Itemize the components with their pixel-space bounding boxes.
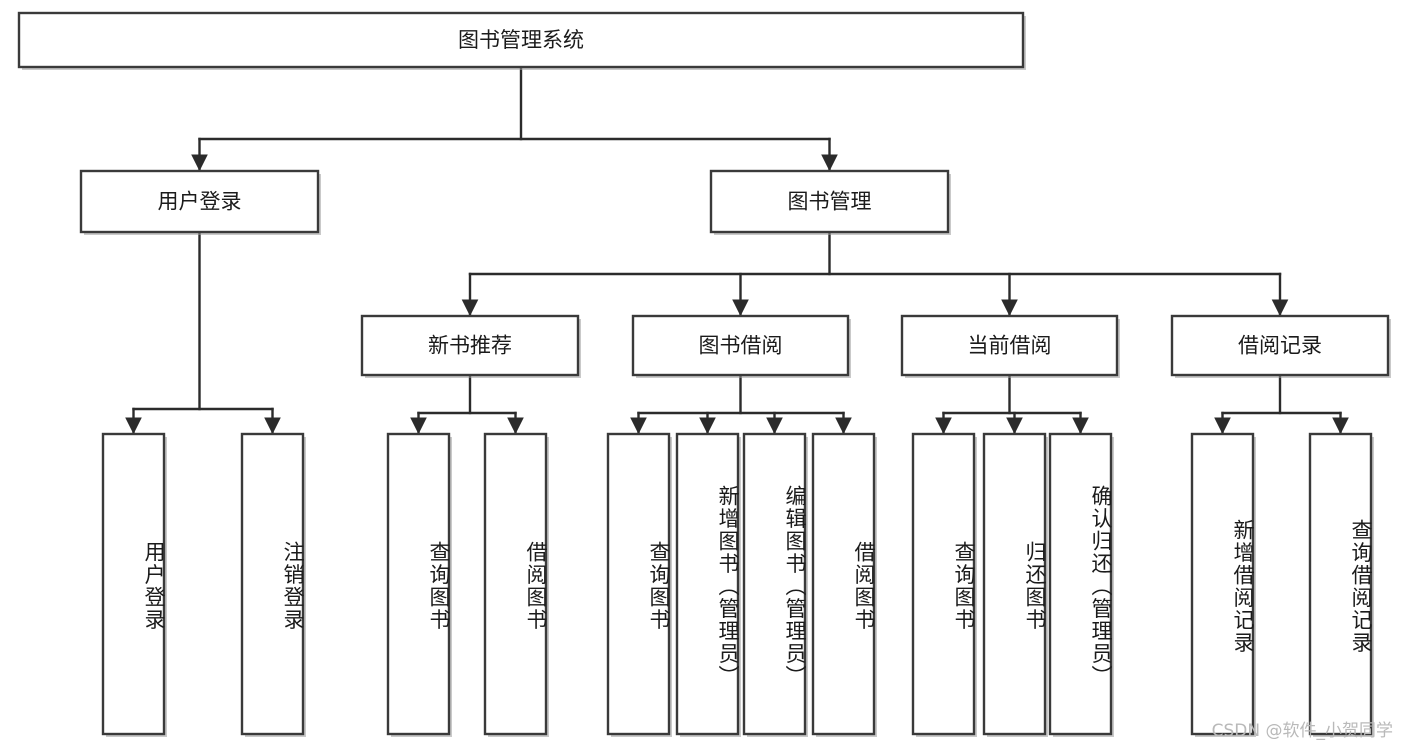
node-leaf-borrow-book-1[interactable] [483,432,549,737]
node-root-label: 图书管理系统 [458,28,584,52]
node-leaf-borrow-book-2[interactable] [811,432,877,737]
node-current-borrow-label: 当前借阅 [968,334,1052,358]
node-book-borrow-label: 图书借阅 [699,334,783,358]
node-leaf-edit-book[interactable] [742,432,808,737]
node-leaf-user-login[interactable] [101,432,167,737]
node-leaf-confirm-return[interactable] [1048,432,1114,737]
node-new-book-recommend[interactable]: 新书推荐 [360,314,581,378]
node-user-login-label: 用户登录 [158,190,242,214]
node-borrow-record-label: 借阅记录 [1238,334,1322,358]
node-book-manage-label: 图书管理 [788,190,872,214]
node-root[interactable]: 图书管理系统 [17,11,1026,70]
connectors-layer [125,65,1349,435]
node-leaf-query-book-3[interactable] [911,432,977,737]
node-borrow-record[interactable]: 借阅记录 [1170,314,1391,378]
node-user-login[interactable]: 用户登录 [79,169,321,235]
node-leaf-user-logout[interactable] [240,432,306,737]
node-current-borrow[interactable]: 当前借阅 [900,314,1120,378]
node-leaf-add-book[interactable] [675,432,741,737]
node-leaf-query-record[interactable] [1308,432,1374,737]
node-leaf-add-record[interactable] [1190,432,1256,737]
node-leaf-query-book-2[interactable] [606,432,672,737]
node-book-borrow[interactable]: 图书借阅 [631,314,851,378]
node-leaf-query-book-1[interactable] [386,432,452,737]
node-leaf-return-book[interactable] [982,432,1048,737]
node-new-book-recommend-label: 新书推荐 [428,334,512,358]
node-book-manage[interactable]: 图书管理 [709,169,951,235]
watermark-text: CSDN @软件_小贺同学 [1211,721,1393,741]
